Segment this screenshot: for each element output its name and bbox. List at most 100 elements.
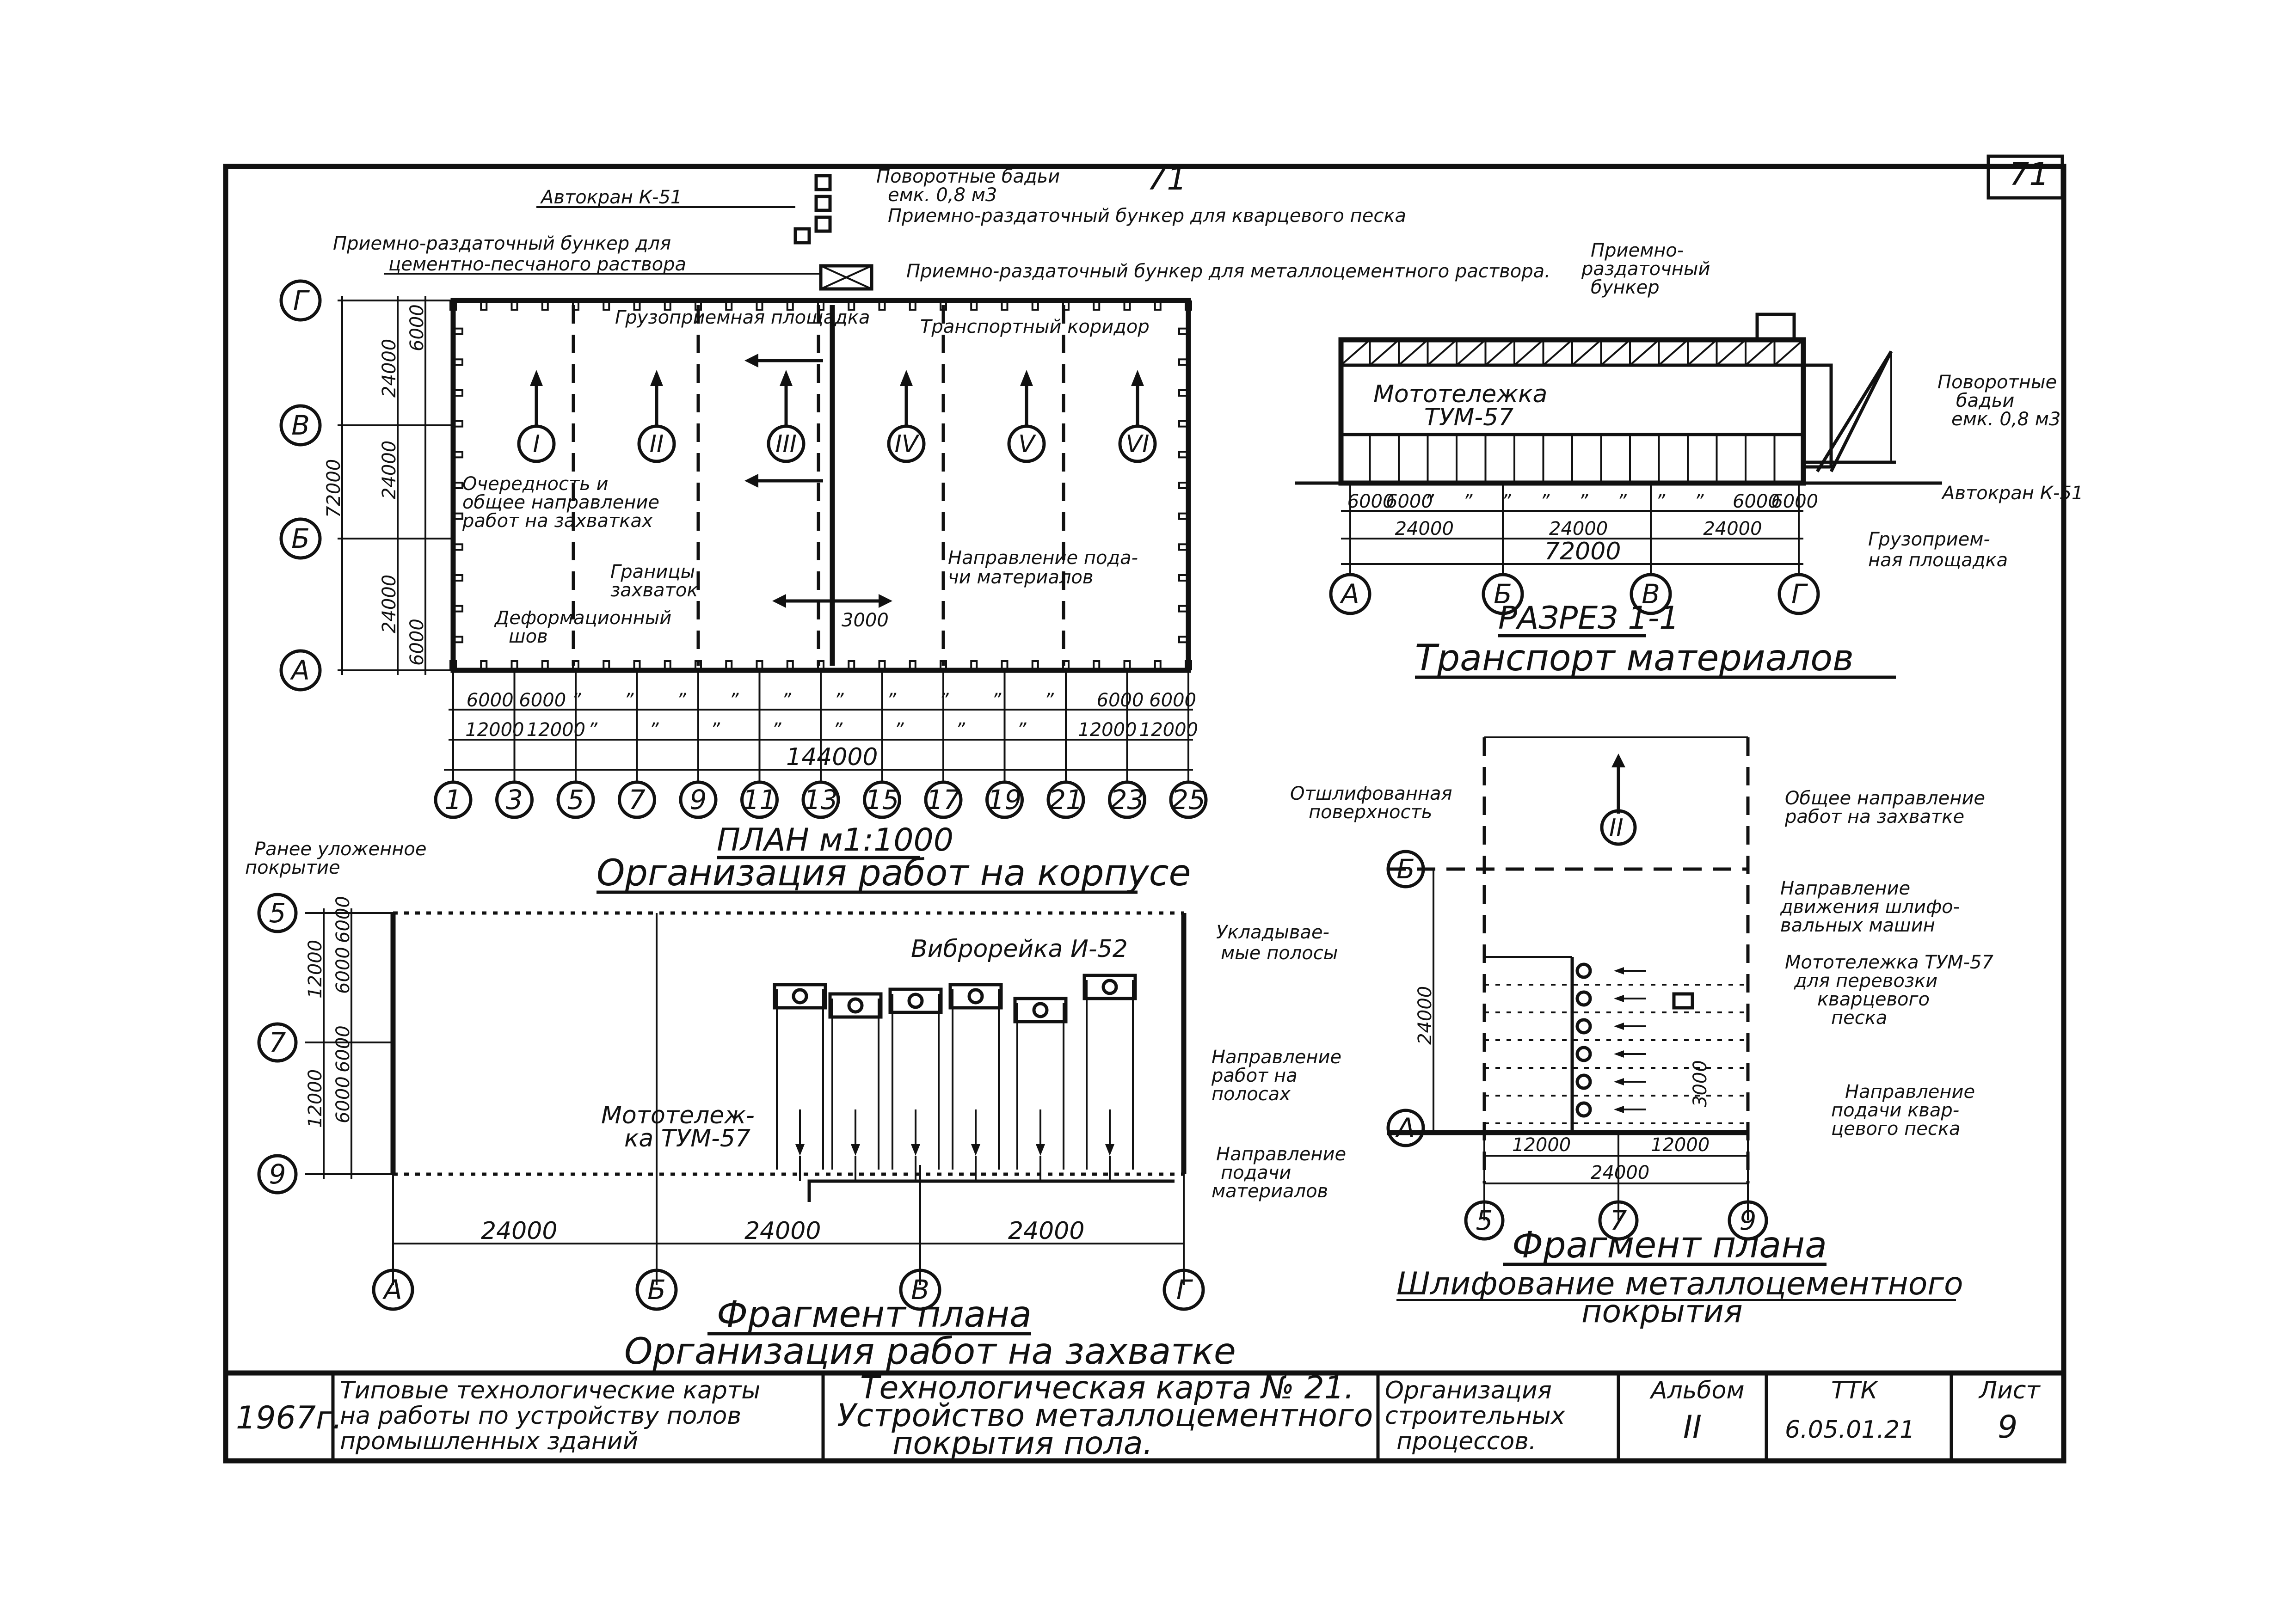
direction-arrow-head [1105,1144,1114,1156]
plan-dim-bottom: ” [624,690,634,711]
plan-dim-left: 24000 [379,441,400,499]
frag1-label-direction-3: полосах [1212,1084,1291,1105]
machine-arrow-head [1614,1023,1624,1030]
vibro-icon [967,988,984,1005]
section-axis-Б-label: Б [1494,578,1512,610]
plan-axis-А-label: А [289,655,310,686]
tb-album-value: II [1683,1409,1702,1446]
section-dim: 6000 [1771,491,1818,512]
frag2-label-cart-4: песка [1831,1007,1887,1029]
plan-dim-bottom: ” [834,690,844,711]
frag2-label-cart-2: для перевозки [1794,970,1937,992]
column-mark [756,660,763,670]
column-mark [1062,660,1070,670]
column-mark [970,300,978,311]
vibro-beam-icon [773,983,827,1010]
section-subtitle: Транспорт материалов [1415,637,1854,679]
frag1-label-supply-2: подачи [1221,1162,1291,1183]
frag2-axis-5-circle [1464,1200,1505,1241]
label-sequence-3: работ на захватках [462,510,653,532]
column-mark [848,660,855,670]
truss-diagonal [1513,339,1544,366]
frag2-label-ground-2: поверхность [1309,802,1432,823]
plan-axis-21-circle [1046,780,1085,819]
label-joint-dim: 3000 [842,610,889,631]
plan-dim-bottom: ” [588,719,597,741]
column-mark [1031,660,1039,670]
column-mark [1031,300,1039,311]
frag2-axis-А-label: А [1395,1112,1415,1144]
plan-axis-19-circle [985,780,1024,819]
label-joint-1: Деформационный [494,607,671,629]
section-dim: 24000 [1395,518,1454,539]
truss-diagonal [1543,339,1573,366]
tb-card-1: Технологическая карта № 21. [860,1370,1354,1406]
column-mark [453,543,463,551]
column-mark [453,327,463,335]
section-arrow-head [900,370,913,386]
column-mark [1178,636,1188,643]
plan-dim-bottom: 12000 [1139,719,1198,741]
vibro-icon [1101,979,1118,995]
plan-title: ПЛАН м1:1000 [717,822,953,858]
section-label-cart-2: ТУМ-57 [1424,404,1513,431]
plan-dim-bottom: 6000 [519,690,566,711]
frag1-label-previous-1: Ранее уложенное [254,839,426,860]
column-mark [453,420,463,428]
section-axis-А-circle [1329,573,1371,615]
plan-dim-bottom: ” [833,719,843,741]
plan-axis-5-circle [556,780,595,819]
grinder-icon [1575,1018,1592,1035]
frag2-axis-Б-label: Б [1396,853,1415,885]
frag2-label-supply-3: цевого песка [1831,1118,1961,1140]
tb-card-3: покрытия пола. [892,1425,1153,1462]
column-mark [603,660,610,670]
plan-dim-left: 6000 [406,304,428,351]
tb-sheet-value: 9 [1998,1409,2017,1446]
grinder-icon [1575,990,1592,1007]
tb-code-label: ТТК [1831,1377,1879,1404]
label-corridor: Транспортный коридор [920,316,1150,337]
column-mark [1123,660,1131,670]
frag2-label-machines-3: вальных машин [1780,915,1935,936]
truss-diagonal [1369,339,1400,366]
grinder-icon [1575,1073,1592,1090]
frag2-label-machines-2: движения шлифо- [1780,896,1960,918]
column-mark [1093,660,1101,670]
frag1-label-cart-1: Мототележ- [601,1102,755,1129]
section-crane-icon [1802,350,1896,472]
label-bunker-cement-1: Приемно-раздаточный бункер для [333,233,671,254]
frag2-dim-left: 24000 [1415,986,1436,1045]
frag2-label-cart-3: кварцевого [1817,989,1930,1010]
direction-arrow-head [971,1144,980,1156]
truss-diagonal [1716,339,1747,366]
plan-dim-bottom: ” [939,690,949,711]
plan-dim-left: 6000 [406,619,428,666]
column-mark [453,358,463,366]
label-bunker-quartz: Приемно-раздаточный бункер для кварцевог… [888,205,1406,227]
frag2-section-circle [1600,809,1637,846]
frag2-label-ground-1: Отшлифованная [1290,783,1452,804]
frag2-label-machines-1: Направление [1780,878,1910,899]
frag2-dim: 12000 [1512,1134,1571,1156]
label-buckets-cap: емк. 0,8 м3 [888,184,997,206]
section-arrow-head [650,370,663,386]
column-mark [1178,389,1188,397]
column-mark [1001,300,1009,311]
vibro-icon [1032,1002,1049,1018]
frag1-label-direction-1: Направление [1212,1047,1341,1068]
plan-axis-13-label: 13 [804,784,838,815]
column-mark [1178,451,1188,459]
section-circle [887,424,926,463]
page-number-box: 71 [2009,156,2049,193]
column-mark [453,605,463,613]
vibro-beam-icon [948,983,1003,1010]
label-joint-2: шов [509,626,548,647]
column-mark [633,660,641,670]
section-dim: 6000 [1386,491,1433,512]
frag1-label-supply-3: материалов [1212,1181,1328,1202]
column-mark [848,300,855,311]
frag2-subtitle-2: покрытия [1581,1293,1743,1330]
